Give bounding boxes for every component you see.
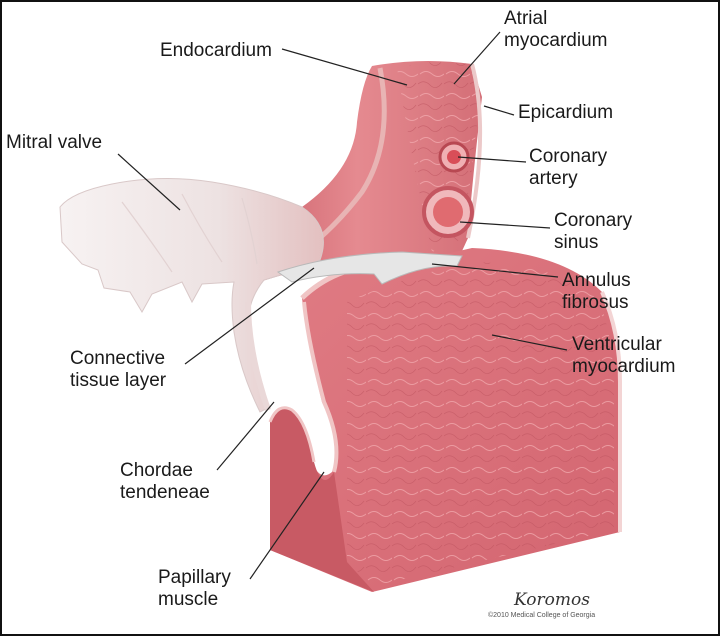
label-coronary-artery: Coronary artery [529,146,608,189]
annulus-fibrosus-shape [276,251,463,285]
label-papillary-muscle: Papillary muscle [158,567,231,610]
label-annulus-fibrosus: Annulus fibrosus [562,270,631,313]
leader-lines [117,31,568,580]
label-mitral-valve: Mitral valve [6,132,103,153]
label-atrial-myocardium: Atrial myocardium [504,8,608,51]
label-chordae-tendeneae: Chordae tendeneae [120,460,210,503]
mitral-valve-shape [59,177,324,413]
label-ventricular-myocardium: Ventricular myocardium [572,334,676,377]
copyright-text: ©2010 Medical College of Georgia [488,612,596,619]
artist-signature: Koromos [514,590,590,610]
label-epicardium: Epicardium [518,102,614,123]
label-endocardium: Endocardium [160,40,272,61]
label-connective-tissue-layer: Connective tissue layer [70,348,167,391]
label-coronary-sinus: Coronary sinus [554,210,633,253]
papillary-muscle-shape [270,407,374,592]
chordae-strand [245,301,271,411]
